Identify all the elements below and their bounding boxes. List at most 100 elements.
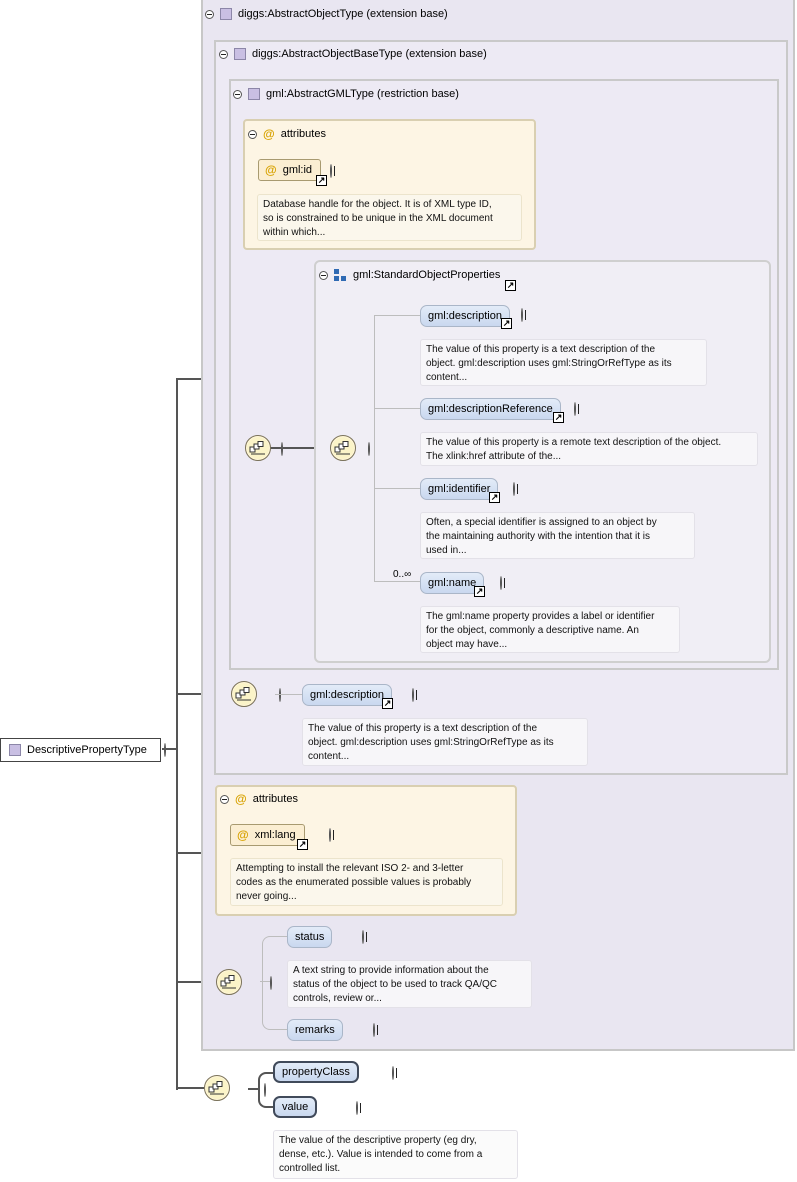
doc-line: The value of the descriptive property (e… (279, 1135, 477, 1146)
main-connector (176, 378, 178, 1090)
reference-arrow-icon[interactable]: ↗ (382, 698, 393, 709)
doc-line: object. gml:description uses gml:StringO… (426, 358, 672, 369)
reference-arrow-icon[interactable]: ↗ (505, 280, 516, 291)
doc-line: object may have... (426, 639, 508, 650)
reference-arrow-icon[interactable]: ↗ (474, 586, 485, 597)
expand-icon[interactable] (513, 482, 515, 496)
group-header: gml:StandardObjectProperties (319, 266, 500, 284)
element-gml-description-reference-doc: The value of this property is a remote t… (420, 432, 758, 466)
branch-line (275, 694, 302, 695)
doc-line: never going... (236, 891, 297, 902)
branch-line (260, 981, 270, 982)
element-value[interactable]: value (273, 1096, 318, 1118)
sequence-icon (216, 969, 242, 995)
reference-arrow-icon[interactable]: ↗ (501, 318, 512, 329)
attribute-gml-id-label: gml:id (282, 164, 313, 176)
doc-line: The value of this property is a text des… (426, 344, 656, 355)
attributes-header-1: @ attributes (248, 125, 326, 143)
element-label: status (295, 931, 325, 943)
branch-bracket (258, 1072, 273, 1108)
doc-line: Database handle for the object. It is of… (263, 199, 492, 210)
element-value-doc: The value of the descriptive property (e… (273, 1130, 518, 1179)
connector-attrs (176, 852, 216, 854)
attributes-header-2: @ attributes (220, 790, 298, 808)
reference-arrow-icon[interactable]: ↗ (297, 839, 308, 850)
doc-line: within which... (263, 227, 326, 238)
doc-line: The gml:name property provides a label o… (426, 611, 655, 622)
collapse-icon[interactable] (248, 129, 257, 139)
doc-line: so is constrained to be unique in the XM… (263, 213, 493, 224)
root-type-box[interactable]: DescriptivePropertyType (0, 738, 161, 762)
doc-line: The xlink:href attribute of the... (426, 451, 562, 462)
ext-object-header: diggs:AbstractObjectType (extension base… (205, 5, 448, 23)
connector-seq (270, 447, 330, 449)
element-gml-description[interactable]: gml:description (420, 305, 510, 327)
element-base-gml-description-doc: The value of this property is a text des… (302, 718, 588, 766)
branch-line (374, 488, 420, 489)
branch-bracket (262, 936, 287, 1030)
doc-line: The value of this property is a text des… (308, 723, 538, 734)
reference-arrow-icon[interactable]: ↗ (553, 412, 564, 423)
sequence-icon (245, 435, 271, 461)
expand-icon[interactable] (373, 1023, 375, 1037)
attribute-xml-lang-label: xml:lang (254, 829, 296, 841)
doc-line: dense, etc.). Value is intended to come … (279, 1149, 483, 1160)
expand-icon[interactable] (412, 688, 414, 702)
attribute-xml-lang[interactable]: @ xml:lang (230, 824, 305, 846)
collapse-icon[interactable] (368, 442, 370, 456)
element-gml-name-doc: The gml:name property provides a label o… (420, 606, 680, 653)
attribute-gml-id-doc: Database handle for the object. It is of… (257, 194, 522, 241)
collapse-icon[interactable] (233, 89, 242, 99)
collapse-icon[interactable] (205, 9, 214, 19)
doc-line: The value of this property is a remote t… (426, 437, 722, 448)
branch-line (374, 315, 375, 582)
branch-line (374, 408, 420, 409)
expand-icon[interactable] (392, 1066, 394, 1080)
element-label: gml:descriptionReference (428, 403, 553, 415)
collapse-root-icon[interactable] (164, 743, 166, 757)
element-label: value (282, 1101, 309, 1113)
collapse-icon[interactable] (270, 976, 272, 990)
collapse-icon[interactable] (281, 442, 283, 456)
attribute-icon: @ (237, 828, 249, 842)
collapse-icon[interactable] (319, 270, 328, 280)
element-property-class[interactable]: propertyClass (273, 1061, 359, 1083)
collapse-icon[interactable] (219, 49, 228, 59)
multiplicity-label: 0..∞ (393, 569, 412, 580)
element-gml-identifier[interactable]: gml:identifier (420, 478, 499, 500)
doc-line: content... (308, 751, 350, 762)
reference-arrow-icon[interactable]: ↗ (316, 175, 327, 186)
complex-type-icon (248, 88, 260, 100)
ext-base-label: diggs:AbstractObjectBaseType (extension … (252, 48, 487, 60)
attribute-icon: @ (263, 127, 275, 141)
doc-line: object. gml:description uses gml:StringO… (308, 737, 554, 748)
expand-icon[interactable] (356, 1101, 358, 1115)
collapse-icon[interactable] (220, 794, 229, 804)
doc-line: A text string to provide information abo… (293, 965, 489, 976)
element-gml-name[interactable]: gml:name (420, 572, 485, 594)
collapse-icon[interactable] (279, 688, 281, 702)
group-icon (334, 268, 347, 282)
collapse-icon[interactable] (264, 1083, 266, 1097)
doc-line: Often, a special identifier is assigned … (426, 517, 657, 528)
branch-line (374, 581, 420, 582)
expand-icon[interactable] (521, 308, 523, 322)
element-remarks[interactable]: remarks (287, 1019, 343, 1041)
expand-icon[interactable] (574, 402, 576, 416)
element-base-gml-description[interactable]: gml:description (302, 684, 392, 706)
expand-icon[interactable] (362, 930, 364, 944)
complex-type-icon (234, 48, 246, 60)
element-gml-description-reference[interactable]: gml:descriptionReference (420, 398, 561, 420)
doc-line: used in... (426, 545, 467, 556)
element-gml-identifier-doc: Often, a special identifier is assigned … (420, 512, 695, 559)
connector-status-seq (176, 981, 216, 983)
expand-icon[interactable] (500, 576, 502, 590)
attributes-title-2: attributes (252, 793, 298, 805)
doc-line: the maintaining authority with the inten… (426, 531, 651, 542)
reference-arrow-icon[interactable]: ↗ (489, 492, 500, 503)
complex-type-icon (9, 744, 21, 756)
element-status[interactable]: status (287, 926, 333, 948)
attribute-gml-id[interactable]: @ gml:id (258, 159, 321, 181)
expand-icon[interactable] (329, 828, 331, 842)
expand-icon[interactable] (330, 164, 332, 178)
